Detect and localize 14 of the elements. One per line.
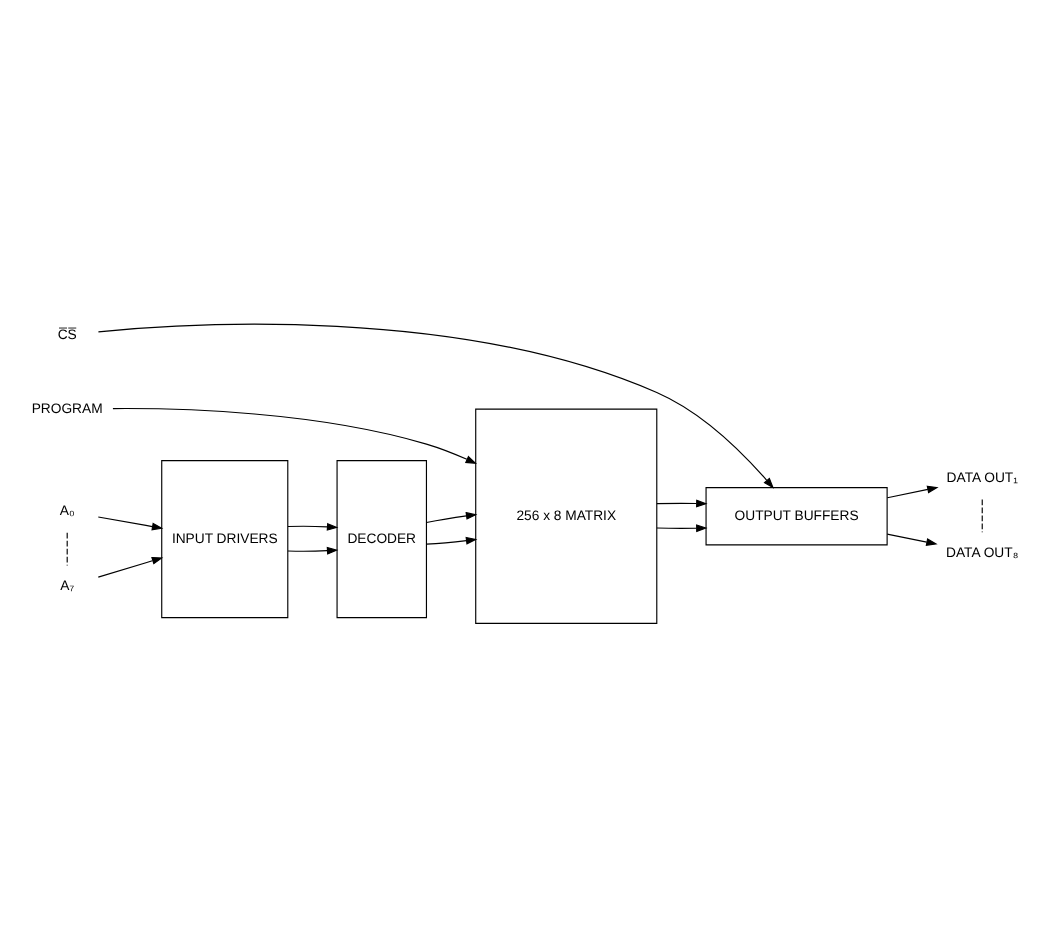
arrow (97, 323, 775, 489)
arrow (425, 536, 478, 545)
arrow (886, 533, 938, 546)
arrow (656, 524, 708, 533)
connector (66, 532, 68, 567)
arrow (425, 511, 478, 524)
arrow (112, 407, 478, 465)
arrow (886, 485, 939, 499)
arrow (97, 556, 164, 578)
arrow (97, 516, 164, 531)
arrow (287, 546, 339, 555)
arrow (287, 522, 339, 531)
connector (981, 498, 983, 533)
arrow (656, 499, 708, 508)
